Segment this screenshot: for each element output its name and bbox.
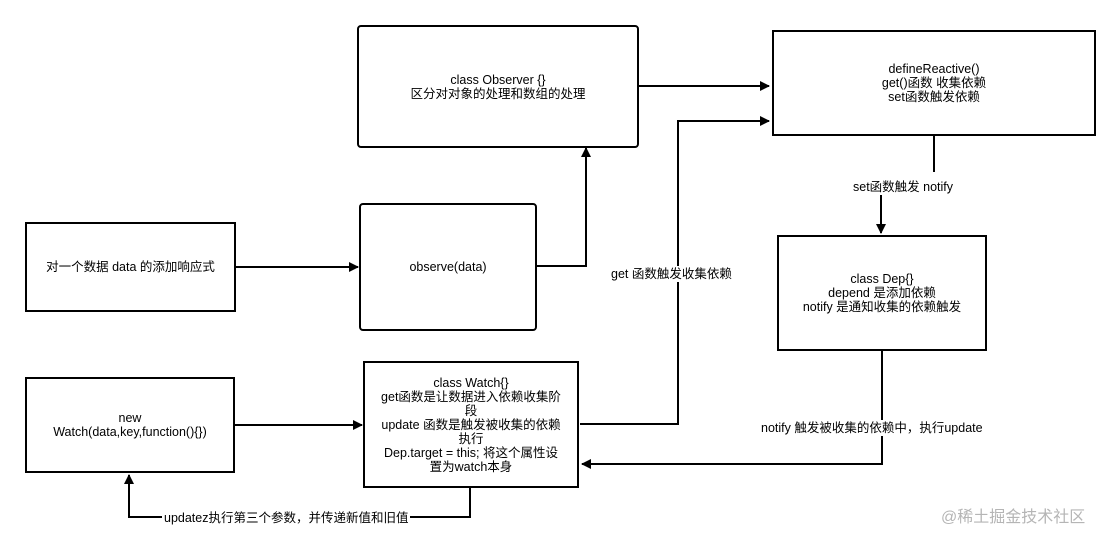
- edge-definereactive-to-dep: [881, 136, 935, 233]
- get-collect-label: get 函数触发收集依赖: [609, 266, 734, 282]
- updatez-label: updatez执行第三个参数，并传递新值和旧值: [162, 510, 411, 526]
- watch-class-node: class Watch{} get函数是让数据进入依赖收集阶 段 update …: [363, 361, 579, 488]
- edge-observe-to-observer: [537, 147, 591, 267]
- define-reactive-node: defineReactive() get()函数 收集依赖 set函数触发依赖: [772, 30, 1096, 136]
- observe-node: observe(data): [359, 203, 537, 331]
- observer-class-node: class Observer {} 区分对对象的处理和数组的处理: [357, 25, 639, 148]
- notify-update-label: notify 触发被收集的依赖中，执行update: [759, 420, 985, 436]
- edge-dep-to-watch: [581, 351, 883, 469]
- new-watch-node: new Watch(data,key,function(){}): [25, 377, 235, 473]
- watermark: @稀土掘金技术社区: [941, 509, 1086, 526]
- data-reactive-node: 对一个数据 data 的添加响应式: [25, 222, 236, 312]
- dep-class-node: class Dep{} depend 是添加依赖 notify 是通知收集的依赖…: [777, 235, 987, 351]
- set-notify-label: set函数触发 notify: [851, 179, 956, 195]
